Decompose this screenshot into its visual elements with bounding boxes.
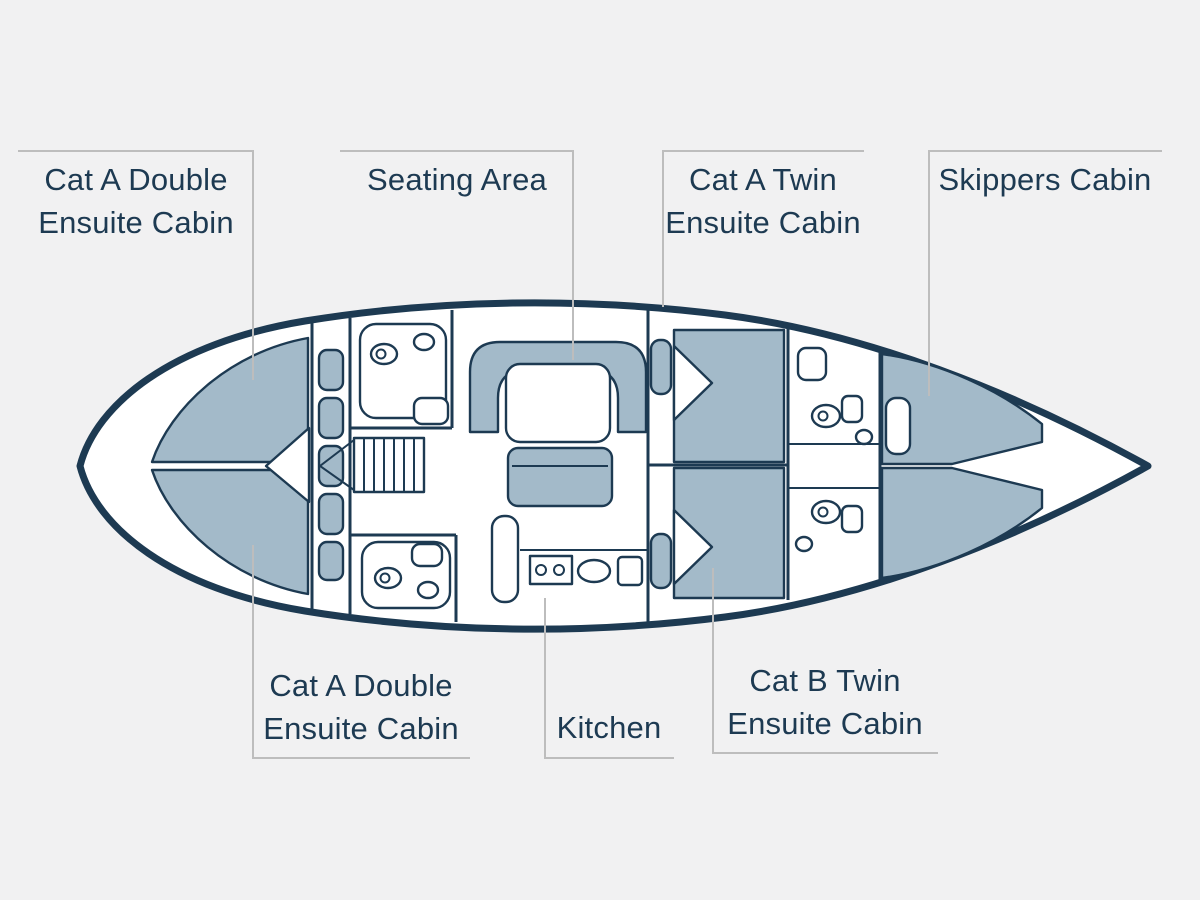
leader-line	[928, 150, 1162, 152]
label-kitchen: Kitchen	[544, 706, 674, 749]
leader-line	[340, 150, 574, 152]
bathroom-forward-top	[796, 346, 874, 446]
twin-cabin-bottom	[649, 466, 786, 600]
leader-line	[662, 150, 664, 307]
skippers-cabin	[880, 352, 1044, 580]
leader-line	[18, 150, 254, 152]
toilet-icon	[810, 499, 842, 525]
label-cat-a-double-aft-bottom: Cat A Double Ensuite Cabin	[252, 664, 470, 750]
toilet-icon	[373, 566, 403, 590]
leader-line	[252, 150, 254, 380]
label-line: Cat B Twin	[749, 663, 901, 698]
label-line: Ensuite Cabin	[727, 706, 923, 741]
counter-board	[616, 555, 644, 587]
door-icon	[410, 542, 444, 568]
label-line: Skippers Cabin	[938, 162, 1152, 197]
label-line: Ensuite Cabin	[38, 205, 234, 240]
label-line: Ensuite Cabin	[263, 711, 459, 746]
bathroom-port-bottom	[360, 540, 452, 610]
aft-double-berth-top	[150, 336, 310, 464]
label-line: Cat A Double	[269, 668, 453, 703]
door-icon	[412, 396, 450, 426]
sink-icon	[794, 535, 814, 553]
leader-line	[662, 150, 864, 152]
cabin-cushion	[649, 338, 673, 396]
aft-double-berth-bottom	[150, 468, 310, 596]
berth-pillow-notch	[672, 508, 714, 586]
cabinet	[796, 346, 828, 382]
toilet-tank	[840, 504, 864, 534]
galley-pillar	[490, 514, 520, 604]
toilet-icon	[810, 403, 842, 429]
skipper-berth-top	[880, 352, 1044, 466]
label-line: Cat A Double	[44, 162, 228, 197]
label-skippers-cabin: Skippers Cabin	[928, 158, 1162, 201]
leader-line	[928, 150, 930, 396]
leader-line	[252, 757, 470, 759]
sink-icon	[412, 332, 436, 352]
leader-line	[572, 150, 574, 360]
aft-berth-notch	[264, 426, 311, 504]
bathroom-port-top	[358, 322, 450, 426]
leader-line	[544, 598, 546, 759]
label-cat-b-twin: Cat B Twin Ensuite Cabin	[712, 659, 938, 745]
bulkheads	[310, 308, 882, 622]
label-line: Kitchen	[556, 710, 662, 745]
leader-line	[712, 568, 714, 754]
aft-double-cabins	[150, 336, 311, 596]
galley-sink-icon	[576, 558, 612, 584]
leader-line	[544, 757, 674, 759]
locker-shelves	[317, 348, 345, 582]
label-seating-area: Seating Area	[340, 158, 574, 201]
forward-corridor-walls	[788, 443, 884, 489]
label-line: Cat A Twin	[689, 162, 837, 197]
sink-icon	[854, 428, 874, 446]
sink-icon	[416, 580, 440, 600]
berth-pillow-notch	[672, 344, 714, 422]
leader-line	[252, 545, 254, 759]
saloon-berth	[506, 446, 614, 508]
companionway-stairs	[318, 436, 426, 494]
cabin-cushion	[649, 532, 673, 590]
skipper-berth-bottom	[880, 466, 1044, 580]
skipper-cushion	[884, 396, 912, 456]
bathroom-forward-bottom	[794, 499, 864, 553]
label-line: Ensuite Cabin	[665, 205, 861, 240]
saloon-table	[504, 362, 612, 444]
toilet-icon	[369, 342, 399, 366]
label-line: Seating Area	[367, 162, 547, 197]
label-cat-a-twin: Cat A Twin Ensuite Cabin	[662, 158, 864, 244]
leader-line	[712, 752, 938, 754]
seating-area	[468, 340, 648, 508]
twin-cabin-top	[649, 328, 786, 464]
label-cat-a-double-aft-top: Cat A Double Ensuite Cabin	[18, 158, 254, 244]
kitchen	[490, 514, 648, 604]
toilet-tank	[840, 394, 864, 424]
